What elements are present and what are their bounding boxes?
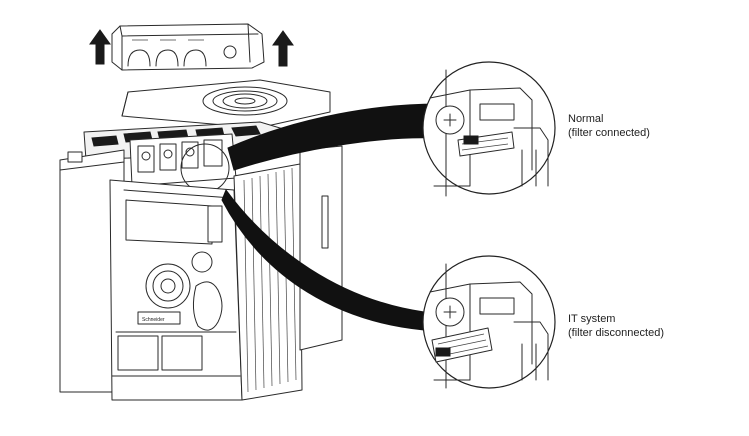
callout-subtitle: (filter connected): [568, 127, 650, 139]
up-arrow-icon: [89, 29, 111, 65]
callout-title: Normal: [568, 113, 604, 125]
up-arrow-icon: [272, 30, 294, 67]
dial-icon: [145, 263, 191, 309]
callout-it-detail: [422, 255, 556, 389]
callout-subtitle: (filter disconnected): [568, 327, 664, 339]
brand-label: Schneider: [142, 317, 165, 323]
callout-normal-detail: [422, 61, 556, 197]
callout-normal-caption: Normal (filter connected): [568, 112, 650, 140]
screw-icon: [435, 105, 465, 135]
brand-plate: [137, 311, 181, 325]
screw-icon: [435, 297, 465, 327]
fan-icon: [202, 86, 288, 116]
callout-it-caption: IT system (filter disconnected): [568, 312, 664, 340]
terminal-cover: [111, 23, 265, 71]
callout-title: IT system: [568, 313, 616, 325]
